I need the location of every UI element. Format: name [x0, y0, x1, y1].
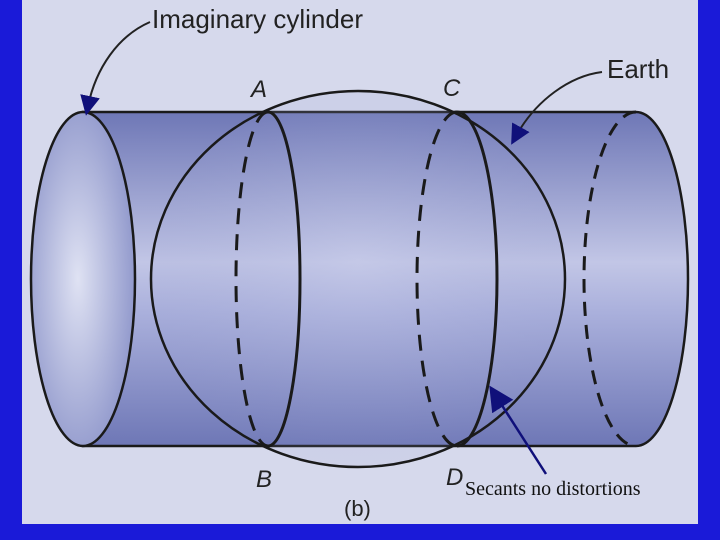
cylinder-label: Imaginary cylinder [152, 4, 363, 34]
annotation-text: Secants no distortions [465, 478, 641, 500]
earth-sphere [151, 91, 565, 467]
point-c-label: C [443, 75, 461, 102]
earth-label: Earth [607, 54, 669, 84]
point-a-label: A [249, 76, 267, 103]
panel-label: (b) [344, 496, 371, 521]
point-d-label: D [446, 464, 463, 491]
point-b-label: B [256, 466, 272, 493]
